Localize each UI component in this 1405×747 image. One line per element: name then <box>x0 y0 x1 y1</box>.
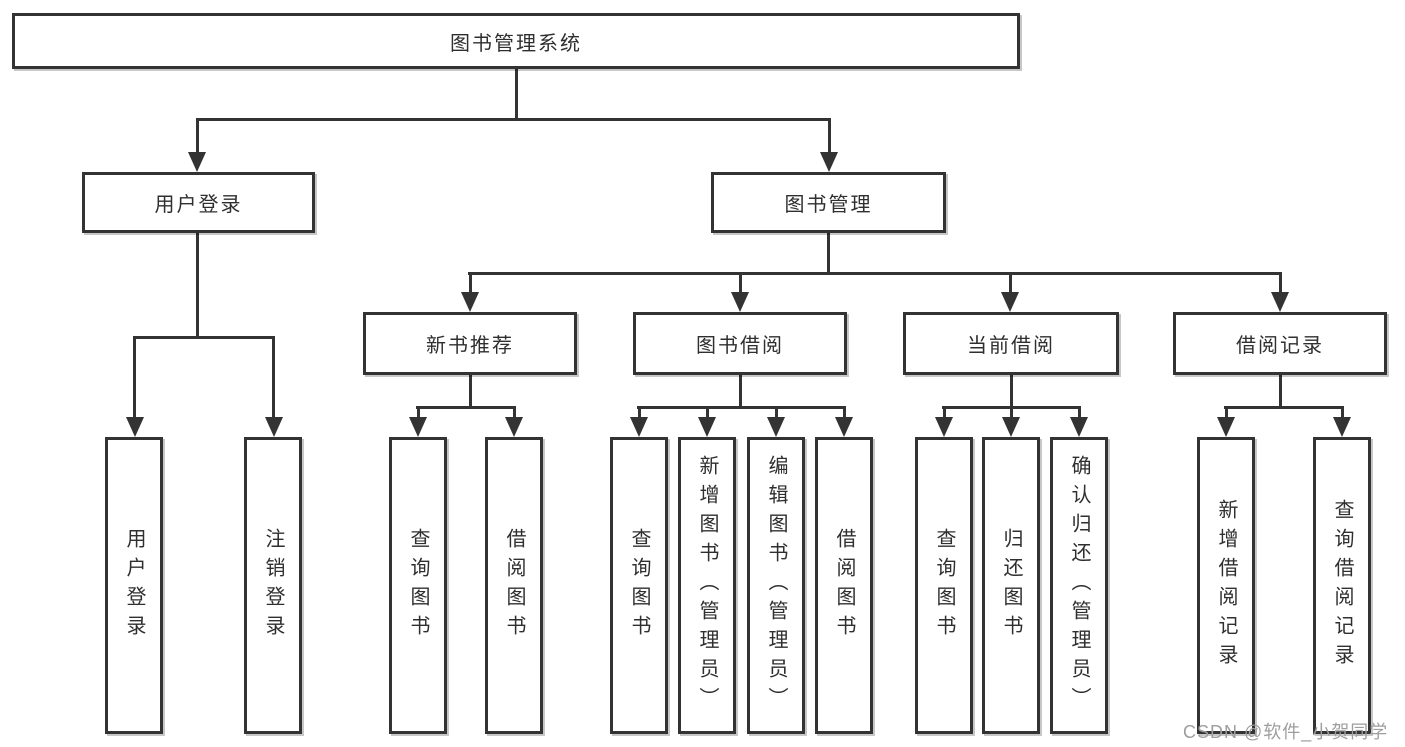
connector-records-stem-2 <box>1341 406 1344 419</box>
node-borrow-records: 借阅记录 <box>1173 312 1387 375</box>
connector-bookmgmt-hline <box>468 272 1282 275</box>
node-new-book-recommend: 新书推荐 <box>363 312 577 375</box>
connector-bookmgmt-stem-4 <box>1279 272 1282 294</box>
leaf-query-books-1: 查询图书 <box>389 437 447 734</box>
leaf-return-book: 归还图书 <box>982 437 1040 734</box>
arrowhead-borrow-borrow <box>835 417 853 437</box>
connector-bookmgmt-stem-1 <box>469 272 472 294</box>
leaf-query-borrow-record: 查询借阅记录 <box>1313 437 1371 734</box>
arrowhead-current-borrow <box>1001 292 1019 312</box>
connector-current-vline <box>1010 375 1013 406</box>
leaf-add-book-admin: 新增图书（管理员） <box>678 437 736 734</box>
arrowhead-book-management <box>820 152 838 172</box>
arrowhead-new-book <box>461 292 479 312</box>
arrowhead-borrow-add <box>698 417 716 437</box>
arrowhead-newbook-borrow <box>505 417 523 437</box>
connector-records-vline <box>1279 375 1282 406</box>
leaf-query-books-3: 查询图书 <box>915 437 973 734</box>
connector-userlogin-vline <box>196 233 199 336</box>
connector-borrow-stem-4 <box>843 406 846 419</box>
leaf-logout: 注销登录 <box>244 437 302 734</box>
connector-root-stem-left <box>196 118 199 154</box>
arrowhead-book-borrow <box>731 292 749 312</box>
leaf-borrow-books-1: 借阅图书 <box>485 437 543 734</box>
arrowhead-borrow-edit <box>767 417 785 437</box>
connector-current-stem-2 <box>1010 406 1013 419</box>
connector-records-hline <box>1224 406 1344 409</box>
arrowhead-current-return <box>1002 417 1020 437</box>
arrowhead-records-query <box>1333 417 1351 437</box>
connector-bookmgmt-vline <box>827 233 830 272</box>
watermark: CSDN @软件_小贺同学 <box>1183 722 1389 742</box>
connector-userlogin-stem-2 <box>272 336 275 419</box>
connector-bookmgmt-stem-3 <box>1009 272 1012 294</box>
arrowhead-current-query <box>935 417 953 437</box>
arrowhead-records-add <box>1217 417 1235 437</box>
connector-borrow-vline <box>739 375 742 406</box>
node-book-management: 图书管理 <box>711 172 946 233</box>
connector-borrow-hline <box>637 406 846 409</box>
connector-current-stem-1 <box>943 406 946 419</box>
leaf-user-login: 用户登录 <box>105 437 163 734</box>
arrowhead-leaf-user-login <box>126 417 144 437</box>
node-book-borrow: 图书借阅 <box>633 312 847 375</box>
connector-borrow-stem-2 <box>706 406 709 419</box>
leaf-query-books-2: 查询图书 <box>610 437 668 734</box>
connector-userlogin-hline <box>133 336 275 339</box>
connector-root-hline <box>196 118 831 121</box>
node-current-borrow: 当前借阅 <box>903 312 1119 375</box>
leaf-confirm-return-admin: 确认归还（管理员） <box>1050 437 1108 734</box>
connector-borrow-stem-3 <box>775 406 778 419</box>
leaf-borrow-books-2: 借阅图书 <box>815 437 873 734</box>
connector-current-stem-3 <box>1078 406 1081 419</box>
node-user-login: 用户登录 <box>82 172 315 233</box>
connector-userlogin-stem-1 <box>133 336 136 419</box>
connector-bookmgmt-stem-2 <box>739 272 742 294</box>
connector-newbook-vline <box>469 375 472 406</box>
arrowhead-borrow-query <box>630 417 648 437</box>
connector-newbook-hline <box>416 406 516 409</box>
connector-newbook-stem-1 <box>417 406 420 419</box>
node-root: 图书管理系统 <box>12 13 1020 69</box>
connector-newbook-stem-2 <box>513 406 516 419</box>
connector-root-stem-right <box>828 118 831 154</box>
arrowhead-leaf-logout <box>265 417 283 437</box>
connector-records-stem-1 <box>1225 406 1228 419</box>
connector-borrow-stem-1 <box>638 406 641 419</box>
arrowhead-borrow-records <box>1271 292 1289 312</box>
arrowhead-current-confirm <box>1070 417 1088 437</box>
arrowhead-user-login <box>188 152 206 172</box>
leaf-edit-book-admin: 编辑图书（管理员） <box>747 437 805 734</box>
connector-root-vline <box>515 69 518 118</box>
arrowhead-newbook-query <box>409 417 427 437</box>
leaf-add-borrow-record: 新增借阅记录 <box>1197 437 1255 734</box>
